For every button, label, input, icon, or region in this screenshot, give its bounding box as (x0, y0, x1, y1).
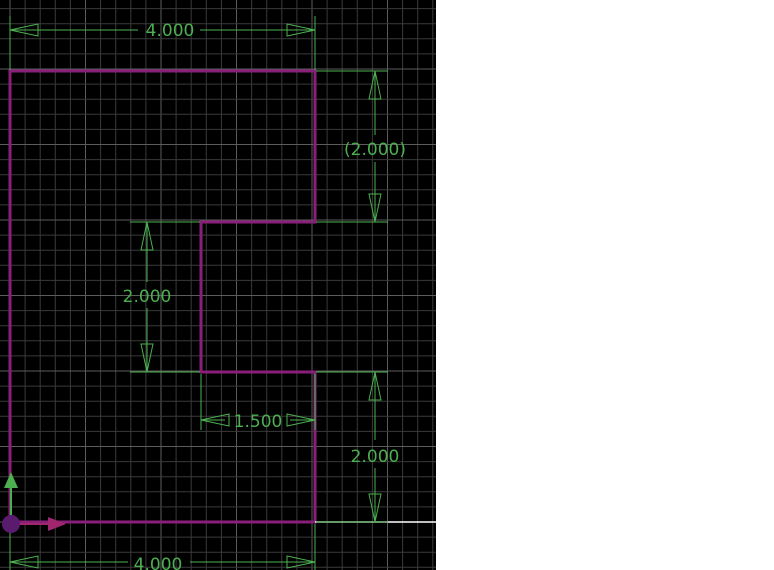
dimension-right-lower-height[interactable] (316, 371, 388, 523)
sketch-grid (0, 0, 436, 570)
dimension-right-upper-height-label[interactable]: (2.000) (344, 140, 406, 160)
dimension-notch-depth-label[interactable]: 1.500 (234, 412, 283, 432)
dimension-top-width-label[interactable]: 4.000 (146, 21, 195, 41)
dimension-notch-height[interactable] (130, 221, 200, 373)
blank-panel (436, 0, 774, 570)
sketch-profile[interactable] (8, 69, 317, 524)
dimension-bottom-width[interactable] (9, 524, 316, 570)
sketch-viewport[interactable]: 4.000 (2.000) 2.000 (0, 0, 436, 570)
y-axis-arrow-icon (4, 472, 18, 520)
dimension-right-lower-height-label[interactable]: 2.000 (351, 447, 400, 467)
sketch-canvas[interactable]: 4.000 (2.000) 2.000 (0, 0, 436, 570)
origin-point-icon[interactable] (2, 515, 20, 533)
dimension-bottom-width-label[interactable]: 4.000 (134, 555, 183, 570)
dimension-notch-depth[interactable] (200, 374, 316, 430)
dimension-right-upper-height[interactable] (316, 70, 388, 223)
dimension-notch-height-label[interactable]: 2.000 (123, 287, 172, 307)
dimension-top-width[interactable] (9, 16, 316, 70)
